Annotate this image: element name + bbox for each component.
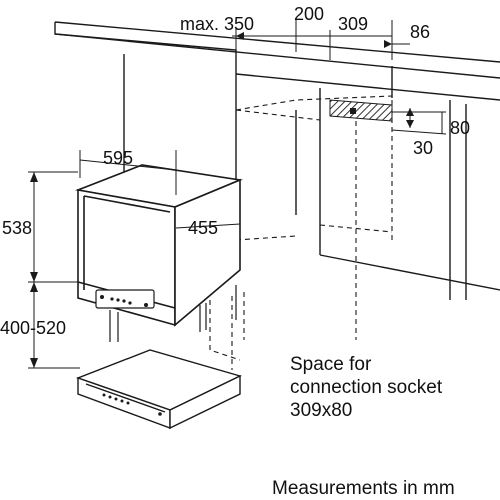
worktop	[54, 21, 500, 79]
dim-80: 80	[450, 118, 470, 138]
hidden-edges	[209, 95, 393, 370]
dim-400-520: 400-520	[0, 318, 66, 338]
plinth	[75, 349, 242, 430]
dim-455: 455	[188, 218, 218, 238]
control-panel-buttons	[100, 295, 148, 307]
dim-30: 30	[413, 138, 433, 158]
units-note: Measurements in mm	[272, 478, 455, 499]
dim-max-350: max. 350	[180, 14, 254, 34]
socket-note-line3: 309x80	[290, 400, 352, 421]
socket-note-line2: connection socket	[290, 377, 443, 398]
socket-note-line1: Space for	[290, 354, 372, 375]
connection-socket	[329, 99, 393, 122]
dimension-arrows	[30, 32, 414, 368]
cabinet-niche	[123, 54, 500, 300]
plinth-controls	[102, 393, 162, 416]
dim-538: 538	[2, 218, 32, 238]
dim-595: 595	[103, 148, 133, 168]
dim-309: 309	[338, 14, 368, 34]
dishwasher-unit	[75, 164, 243, 327]
dim-200: 200	[294, 4, 324, 24]
dim-86: 86	[410, 22, 430, 42]
unit-legs	[109, 285, 237, 342]
